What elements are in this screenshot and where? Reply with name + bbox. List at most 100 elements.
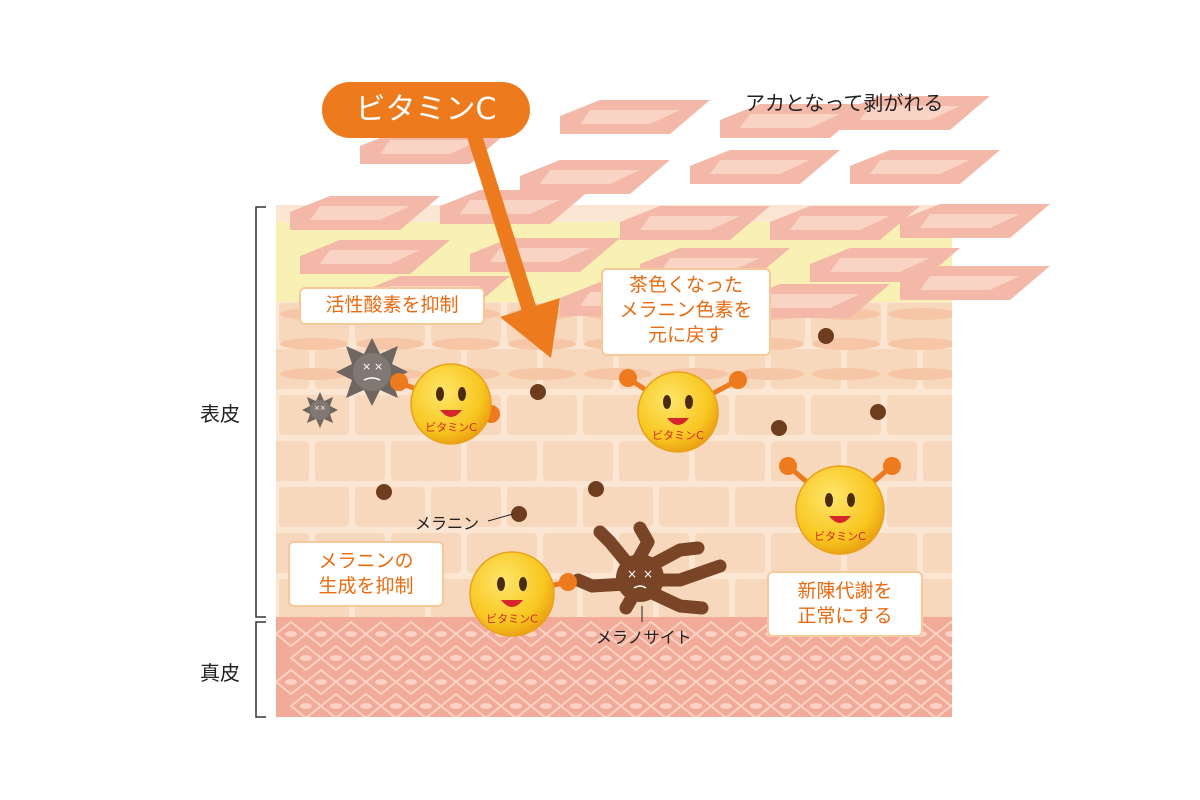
dermis-cell	[360, 655, 372, 661]
vitamin-mouth	[440, 410, 462, 417]
layer-label-dermis: 真皮	[200, 661, 240, 685]
dermis-cell	[435, 679, 447, 685]
dermis-cell	[440, 716, 442, 717]
dermis-cell	[495, 727, 507, 733]
dermis-cell	[285, 631, 297, 637]
skin-flake	[900, 204, 1050, 238]
dermis-cell	[420, 703, 432, 709]
epidermis-cell	[583, 487, 653, 527]
vitamin-eye	[436, 387, 444, 401]
skin-flake-highlight	[760, 294, 860, 308]
dermis-cell	[795, 679, 807, 685]
melanocyte-label: メラノサイト	[596, 628, 692, 647]
dermis-cell	[810, 703, 822, 709]
dermis-cell	[345, 727, 357, 733]
epidermis-cell	[280, 368, 348, 380]
melanin-leader-line	[487, 513, 514, 522]
callout-line: メラニンの	[318, 550, 414, 572]
dermis-cell	[585, 679, 597, 685]
dermis-cell	[960, 703, 972, 709]
dermis-cell	[465, 631, 477, 637]
dermis-cell	[675, 679, 687, 685]
dermis-cell	[435, 631, 447, 637]
melanin-dot-icon	[376, 484, 392, 500]
skin-flake	[560, 100, 710, 134]
dermis-cell	[675, 727, 687, 733]
dermis-cell	[540, 655, 552, 661]
dermis-cell	[780, 655, 792, 661]
melanin-dot-icon	[818, 328, 834, 344]
dermis-cell	[705, 727, 717, 733]
vitamin-mouth	[501, 600, 523, 607]
dermis-cell	[375, 679, 387, 685]
dermis-cell	[855, 727, 867, 733]
dermis-cell	[615, 679, 627, 685]
dermis-cell	[615, 727, 627, 733]
vitamin-hand	[883, 457, 901, 475]
dermis-cell	[315, 631, 327, 637]
dermis-cell	[934, 668, 952, 696]
skin-flake-highlight	[640, 216, 740, 230]
dermis-bracket	[255, 621, 266, 718]
callout-brown-melanin: 茶色くなった メラニン色素を 元に戻す	[601, 268, 771, 356]
melanin-dot-icon	[870, 404, 886, 420]
layer-label-epidermis: 表皮	[200, 402, 240, 426]
skin-flake-highlight	[860, 106, 960, 120]
callout-line: メラニン色素を	[619, 299, 753, 321]
vitamin-eye	[685, 395, 693, 409]
melanin-dots	[376, 328, 886, 522]
dermis-cell	[330, 655, 342, 661]
dermis-cell	[500, 716, 502, 717]
epidermis-cell	[735, 487, 805, 527]
caption-top: アカとなって剥がれる	[745, 91, 944, 115]
dermis-cell	[690, 703, 702, 709]
dermis-cell	[720, 655, 732, 661]
epidermis-cell	[811, 395, 881, 435]
dermis-cell	[530, 716, 532, 717]
dermis-cell	[915, 679, 927, 685]
epidermis-cell	[432, 338, 500, 350]
dermis-cell	[345, 679, 357, 685]
dermis-cell	[645, 631, 657, 637]
svg-text:×: ×	[643, 567, 653, 581]
dermis-cell	[949, 655, 952, 661]
skin-flake-highlight	[310, 206, 410, 220]
epidermis-cell	[888, 308, 952, 320]
dermis-cell	[930, 703, 942, 709]
vitamin-face	[637, 371, 719, 453]
dermis-cell	[525, 727, 537, 733]
skin-flake	[690, 150, 840, 184]
vitamin-c-character-icon: ビタミンC	[469, 551, 577, 637]
epidermis-cell	[847, 441, 917, 481]
dermis-cell	[420, 655, 432, 661]
vitamin-eye	[847, 493, 855, 507]
dermis-cell	[945, 727, 957, 733]
skin-flake-highlight	[920, 214, 1020, 228]
arrow-icon	[464, 125, 560, 358]
dermis-cell	[885, 727, 897, 733]
dermis-cell	[705, 631, 717, 637]
dermis-cell	[360, 703, 372, 709]
dermis-cell	[950, 716, 952, 717]
dermis-cell	[720, 703, 732, 709]
vitamin-eye	[825, 493, 833, 507]
epidermis-cell	[923, 533, 952, 573]
skin-flake	[290, 196, 440, 230]
dermis-cell	[650, 716, 652, 717]
epidermis-cell	[659, 487, 729, 527]
skin-flake	[850, 150, 1000, 184]
callout-metabolism: 新陳代謝を 正常にする	[767, 571, 923, 637]
dermis-cell	[405, 679, 417, 685]
dermis-cell	[600, 655, 612, 661]
dermis-cell	[380, 716, 382, 717]
skin-flake-highlight	[740, 114, 840, 128]
melanin-dot-icon	[511, 506, 527, 522]
skin-flake	[720, 104, 870, 138]
epidermis-cell	[315, 441, 385, 481]
dermis-cell	[480, 655, 492, 661]
dermis-cell	[840, 655, 852, 661]
dermis-cell	[740, 716, 742, 717]
dermis-cell	[870, 703, 882, 709]
dermis-cell	[315, 679, 327, 685]
epidermis-cell	[543, 441, 613, 481]
